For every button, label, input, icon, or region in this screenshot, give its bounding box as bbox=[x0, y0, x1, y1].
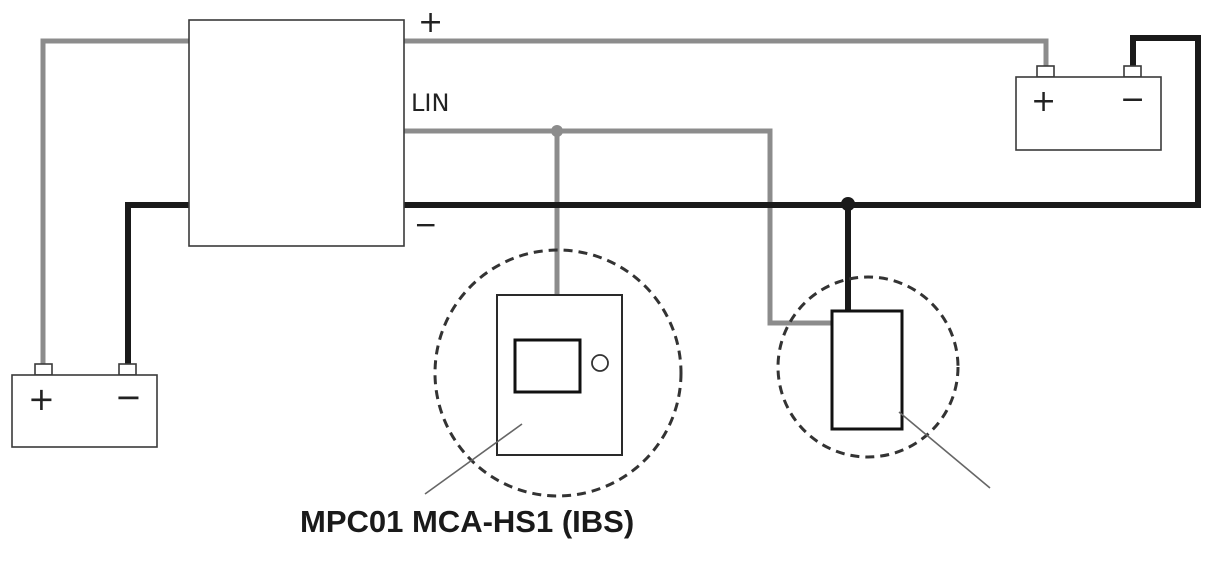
display-unit-knob bbox=[591, 354, 609, 372]
lin-label: LIN bbox=[411, 89, 449, 117]
ground-junction-dot bbox=[841, 197, 855, 211]
battery-sensor-body bbox=[830, 309, 904, 431]
display-unit-highlight-circle bbox=[433, 248, 683, 498]
left-battery-body bbox=[11, 374, 158, 448]
right-battery-body bbox=[1015, 76, 1162, 151]
left-battery-positive-wire bbox=[40, 38, 190, 365]
right-battery-positive-wire bbox=[403, 38, 1049, 67]
controller-box bbox=[188, 19, 405, 247]
device-name-label: MPC01 MCA-HS1 (IBS) bbox=[300, 504, 634, 539]
ground-bus-wire bbox=[403, 35, 1201, 208]
lin-junction-dot bbox=[551, 125, 563, 137]
device-leader-line bbox=[424, 423, 523, 495]
left-battery-positive-post bbox=[34, 363, 53, 376]
lin-bus-wire bbox=[403, 128, 832, 326]
left-battery-negative-wire bbox=[125, 202, 190, 365]
controller-positive-label: + bbox=[418, 5, 443, 40]
display-unit-screen bbox=[513, 338, 582, 394]
left-battery: + − bbox=[11, 363, 158, 448]
right-battery-positive-post bbox=[1036, 65, 1055, 78]
right-battery-negative-post bbox=[1123, 65, 1142, 78]
left-battery-positive-sign: + bbox=[28, 380, 55, 418]
right-battery: + − bbox=[1015, 65, 1162, 151]
sensor-highlight-circle bbox=[776, 275, 960, 459]
controller-negative-label: − bbox=[414, 208, 437, 241]
left-battery-negative-sign: − bbox=[115, 378, 142, 416]
left-battery-negative-post bbox=[118, 363, 137, 376]
right-battery-positive-sign: + bbox=[1031, 84, 1056, 119]
sensor-leader-line bbox=[898, 411, 991, 489]
right-battery-negative-sign: − bbox=[1120, 82, 1145, 117]
